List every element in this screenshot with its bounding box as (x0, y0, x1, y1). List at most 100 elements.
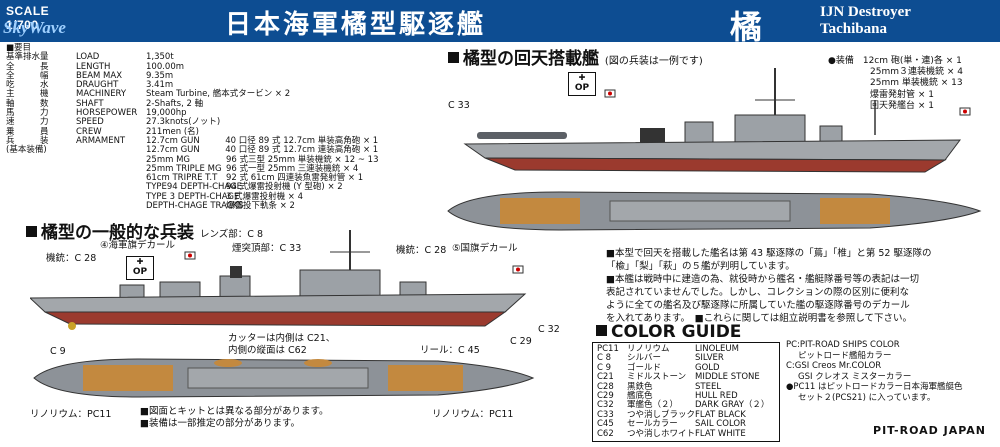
general-note-line: ■図面とキットとは異なる部分があります。 (140, 406, 329, 417)
scale-badge: SCALE 1/700 SkyWave (0, 0, 70, 42)
color-en: FLAT WHITE (695, 428, 746, 439)
color-code: C 8 (597, 353, 612, 364)
title-en-line2: Tachibana (820, 21, 887, 37)
color-row: C28 黒鉄色 STEEL (597, 381, 775, 392)
color-code: C28 (597, 381, 614, 392)
desc-line: ■本艦は戦時中に建造の為、就役時から艦名・艦艇隊番号等の表記は一切 (606, 274, 919, 285)
spec-en: SPEED (76, 117, 104, 128)
brand-logo: SkyWave (3, 18, 66, 37)
kaiten-note: (図の兵装は一例です) (604, 56, 703, 67)
color-jp: セールカラー (627, 419, 678, 430)
scale-label: SCALE 1/700 (6, 4, 50, 32)
spec-en: SHAFT (76, 98, 104, 109)
color-jp: ミドルストーン (627, 372, 687, 383)
color-en: HULL RED (695, 391, 738, 402)
header-bar (70, 0, 1000, 42)
label-reel: リール：C 45 (420, 345, 480, 356)
legend-line: PC:PIT-ROAD SHIPS COLOR (786, 340, 900, 350)
spec-jp: 全 長 (6, 61, 49, 72)
color-code: C33 (597, 409, 614, 420)
spec-en: HORSEPOWER (76, 108, 138, 119)
equip-line: 回天発艦台 × 1 (870, 100, 934, 111)
spec-jp: 速 力 (6, 117, 49, 128)
color-jp: つや消しホワイト (627, 428, 696, 439)
title-english: IJN Destroyer Tachibana (820, 4, 911, 38)
color-code: C62 (597, 428, 614, 439)
legend-line: C:GSI Creos Mr.COLOR (786, 361, 882, 371)
general-section-title: 橘型の一般的な兵装 (26, 218, 194, 243)
color-guide-title-text: COLOR GUIDE (611, 322, 742, 342)
spec-en: CREW (76, 126, 102, 137)
color-guide-title: COLOR GUIDE (596, 322, 741, 342)
op-flag-general: ✚OP (126, 256, 154, 280)
spec-heading: ■要目 (6, 43, 32, 53)
equip-line: 25mm 単装機銃 × 13 (870, 78, 963, 89)
color-legend: PC:PIT-ROAD SHIPS COLOR ピットロード艦船カラー C:GS… (786, 340, 963, 403)
general-notes: ■図面とキットとは異なる部分があります。 ■装備は一部推定の部分があります。 (140, 406, 329, 430)
spec-jp: 乗 員 (6, 126, 49, 137)
color-en: LINOLEUM (695, 344, 739, 354)
spec-row: (基本装備)12.7cm GUN 40 口径 89 式 12.7cm 連装高角砲… (6, 145, 378, 156)
spec-val: 12.7cm GUN 40 口径 89 式 12.7cm 単装高角砲 × 1 (146, 135, 379, 146)
label-c32: C 32 (538, 324, 560, 335)
spec-val: 19,000hp (146, 108, 187, 119)
label-lino-right: リノリウム：PC11 (432, 409, 514, 420)
armament-en: 25mm MG (146, 154, 190, 165)
desc-line: 表記されていませんでした。しかし、コレクションの際の区別に便利な (606, 287, 909, 298)
general-title-text: 橘型の一般的な兵装 (41, 223, 194, 243)
spec-val: 1,350t (146, 52, 174, 63)
label-mg-right: 機銃：C 28 (396, 245, 447, 256)
general-ship-plan (33, 358, 535, 398)
label-c33-kaiten: C 33 (448, 100, 470, 111)
color-row: C 8 シルバー SILVER (597, 353, 775, 364)
color-code: C45 (597, 419, 614, 430)
spec-val: 2-Shafts, 2 軸 (146, 98, 204, 109)
color-code: C32 (597, 400, 614, 411)
armament-val: 96 式三型 25mm 単装機銃 × 12 ~ 13 (226, 154, 379, 165)
label-lino-left: リノリウム：PC11 (30, 409, 112, 420)
spec-en: MACHINERY (76, 89, 127, 100)
spec-jp: 全 幅 (6, 70, 49, 81)
spec-row: 馬 力 HORSEPOWER 19,000hp (6, 108, 378, 119)
color-jp: 黒鉄色 (627, 381, 653, 392)
color-en: STEEL (695, 381, 722, 392)
desc-line: ように全ての艦名及び駆逐隊に所属していた艦の駆逐隊番号のデカール (606, 300, 910, 311)
armament-val: 92 式 61cm 四連装魚雷発射管 × 1 (226, 173, 364, 184)
spec-val: 9.35m (146, 70, 174, 81)
color-en: FLAT BLACK (695, 409, 746, 420)
legend-line: セット２(PCS21) に入っています。 (798, 392, 936, 403)
equip-line: ●装備 12cm 砲(単・連)各 × 1 (828, 56, 962, 66)
armament-row: 25mm MG 96 式三型 25mm 単装機銃 × 12 ~ 13 (146, 154, 379, 165)
ship-kanji: 橘 (730, 8, 763, 46)
spec-jp: (基本装備) (6, 145, 47, 156)
color-code: C21 (597, 372, 614, 383)
kaiten-ship-plan (447, 191, 982, 231)
kaiten-ship-profile (463, 68, 971, 173)
spec-en: LOAD (76, 52, 100, 63)
armament-val: 3 式爆雷投射機 × 4 (226, 191, 304, 202)
spec-en: LENGTH (76, 61, 111, 72)
spec-jp: 馬 力 (6, 108, 49, 119)
color-en: SILVER (695, 353, 724, 364)
desc-line: を入れてあります。 ■これらに関しては組立説明書を参照して下さい。 (606, 313, 912, 324)
label-navy-decal: ④海軍旗デカール (100, 240, 176, 251)
legend-line: ピットロード艦船カラー (798, 350, 892, 361)
color-en: SAIL COLOR (695, 419, 746, 430)
color-jp: ゴールド (627, 362, 662, 373)
color-jp: シルバー (627, 353, 662, 364)
color-code: PC11 (597, 344, 619, 354)
equip-line: 25mm３連装機銃 × 4 (870, 67, 963, 78)
